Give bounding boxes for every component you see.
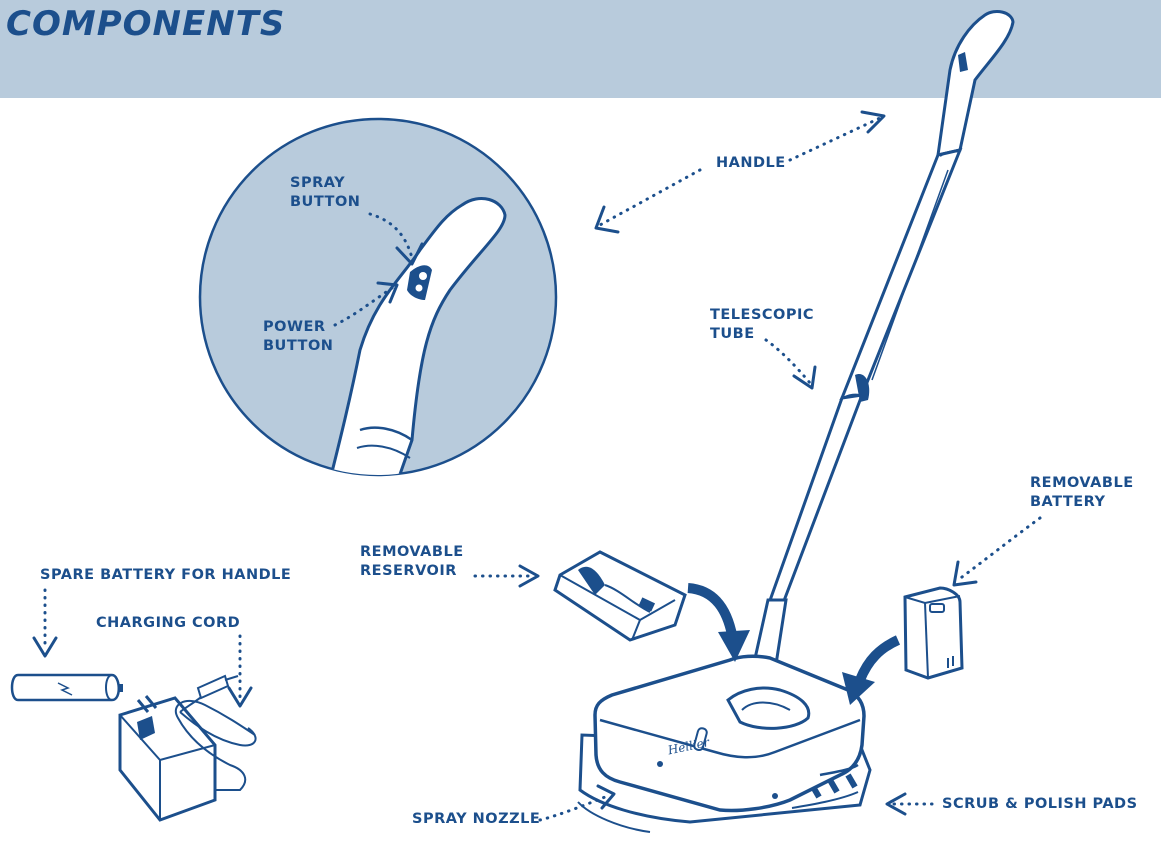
telescopic-tube-label-line1: TELESCOPIC bbox=[710, 307, 815, 323]
charging-cord-label: CHARGING CORD bbox=[96, 615, 241, 631]
handle-label: HANDLE bbox=[716, 155, 786, 171]
power-button-label-line2: BUTTON bbox=[263, 338, 334, 354]
page-title: COMPONENTS bbox=[6, 4, 286, 44]
telescopic-tube-label-line2: TUBE bbox=[710, 326, 755, 342]
spray-nozzle-label: SPRAY NOZZLE bbox=[412, 811, 541, 827]
telescopic-tube-label: TELESCOPIC TUBE bbox=[710, 306, 814, 344]
removable-battery-label-line2: BATTERY bbox=[1030, 494, 1106, 510]
handle-closeup bbox=[328, 196, 507, 475]
removable-reservoir-label-line2: RESERVOIR bbox=[360, 563, 457, 579]
power-button-label: POWER BUTTON bbox=[263, 318, 333, 356]
removable-reservoir-label: REMOVABLE RESERVOIR bbox=[360, 543, 464, 581]
removable-reservoir-label-line1: REMOVABLE bbox=[360, 544, 464, 560]
spare-battery-illustration bbox=[10, 673, 123, 702]
spray-button-label: SPRAY BUTTON bbox=[290, 174, 360, 212]
reservoir-illustration bbox=[553, 550, 687, 642]
handle-zoom-circle bbox=[198, 117, 558, 477]
spare-battery-label: SPARE BATTERY FOR HANDLE bbox=[40, 567, 292, 583]
spray-button-label-line2: BUTTON bbox=[290, 194, 361, 210]
scrub-polish-pads-label: SCRUB & POLISH PADS bbox=[942, 796, 1138, 812]
spray-button-label-line1: SPRAY bbox=[290, 175, 346, 191]
mop-head: Hellier bbox=[577, 654, 872, 833]
charger-illustration bbox=[118, 674, 257, 822]
removable-battery-label: REMOVABLE BATTERY bbox=[1030, 474, 1134, 512]
leader-arrowheads bbox=[32, 110, 978, 816]
removable-battery-label-line1: REMOVABLE bbox=[1030, 475, 1134, 491]
insert-battery-arrow bbox=[855, 635, 901, 682]
battery-illustration bbox=[903, 586, 964, 680]
power-button-label-line1: POWER bbox=[263, 319, 326, 335]
leader-lines bbox=[43, 116, 1042, 822]
